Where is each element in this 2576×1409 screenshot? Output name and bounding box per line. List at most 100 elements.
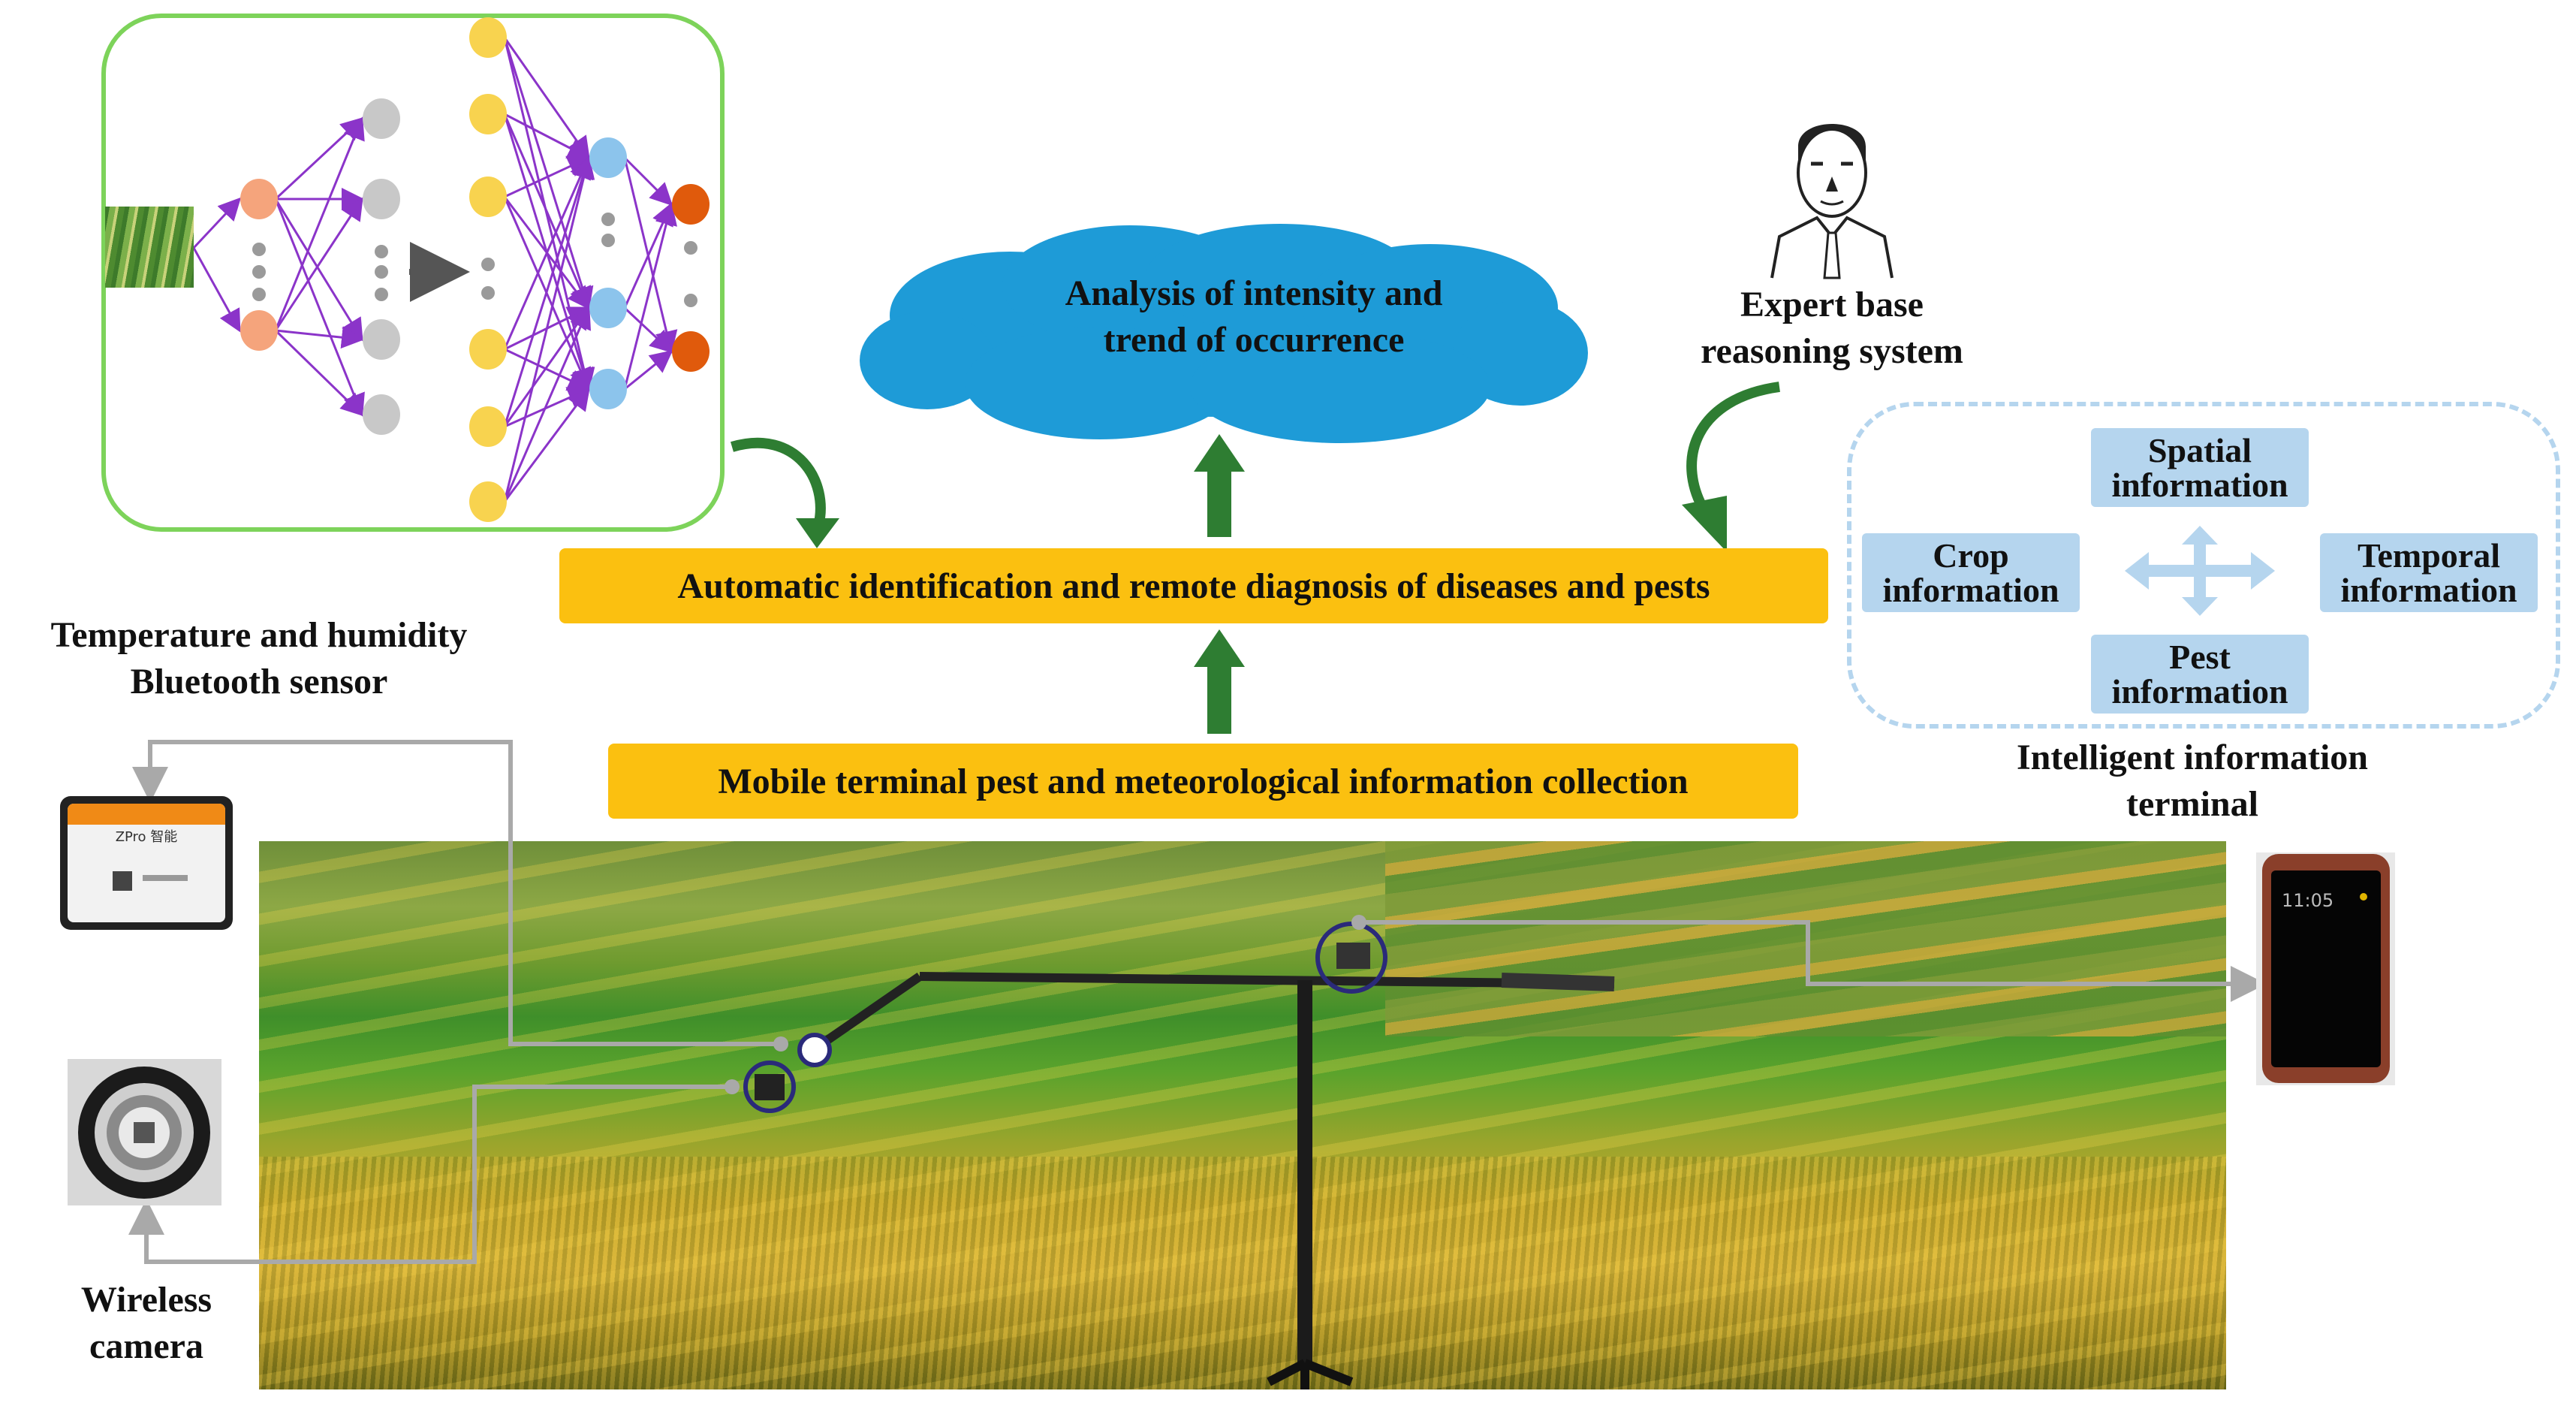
nn-ellipsis-dot bbox=[252, 265, 266, 279]
terminal-connector bbox=[1359, 920, 2267, 1002]
expert-person-icon bbox=[1770, 124, 1894, 279]
nn-ellipsis-dot bbox=[684, 294, 697, 307]
expert-label: Expert base reasoning system bbox=[1652, 282, 2012, 376]
nn-edge bbox=[275, 326, 364, 349]
nn-ellipsis-dot bbox=[375, 265, 388, 279]
smartphone-terminal: 11:05 bbox=[2256, 852, 2395, 1085]
nn-ellipsis-dot bbox=[601, 213, 615, 226]
nn-node-layer-5 bbox=[672, 184, 710, 225]
sensor-label-line2: Bluetooth sensor bbox=[130, 662, 388, 702]
expert-label-line2: reasoning system bbox=[1701, 331, 1963, 372]
sensor-connector bbox=[132, 740, 781, 1046]
wireless-camera-device bbox=[68, 1059, 221, 1205]
nn-ellipsis-dot bbox=[684, 241, 697, 255]
nn-ellipsis-dot bbox=[375, 245, 388, 258]
nn-ellipsis-dot bbox=[481, 258, 495, 271]
nn-ellipsis-dot bbox=[252, 243, 266, 256]
nn-node-layer-4 bbox=[589, 369, 627, 409]
rice-field-photo bbox=[259, 841, 2226, 1389]
cloud-text: Analysis of intensity and trend of occur… bbox=[961, 270, 1547, 364]
sensor-label: Temperature and humidity Bluetooth senso… bbox=[0, 612, 518, 706]
temporal-info-line1: Temporal bbox=[2358, 536, 2500, 575]
temporal-info-line2: information bbox=[2340, 570, 2517, 609]
nn-edge bbox=[503, 387, 590, 502]
up-arrow-to-diagnosis bbox=[1194, 629, 1245, 734]
bluetooth-sensor-device: ZPro 智能 bbox=[60, 796, 233, 930]
nn-node-layer-1 bbox=[240, 310, 278, 351]
nn-edge bbox=[623, 306, 673, 354]
nn-edge bbox=[623, 202, 677, 390]
phone-clock: 11:05 bbox=[2282, 890, 2334, 911]
nn-node-layer-3 bbox=[469, 94, 507, 134]
camera-label: Wireless camera bbox=[45, 1277, 248, 1371]
nn-node-layer-4 bbox=[589, 288, 627, 328]
pest-info-box: Pest information bbox=[2091, 635, 2309, 714]
nn-edge bbox=[623, 156, 673, 207]
pest-info-line1: Pest bbox=[2169, 637, 2231, 676]
collection-bar: Mobile terminal pest and meteorological … bbox=[608, 744, 1798, 819]
nn-edge bbox=[274, 198, 363, 342]
nn-edge bbox=[503, 37, 594, 310]
nn-edge bbox=[274, 116, 365, 331]
crop-leaf-image bbox=[105, 207, 194, 288]
nn-edge bbox=[503, 155, 591, 350]
nn-node-layer-5 bbox=[672, 331, 710, 372]
crop-info-line2: information bbox=[1882, 570, 2059, 609]
spatial-info-box: Spatial information bbox=[2091, 428, 2309, 507]
nn-edge bbox=[503, 113, 592, 310]
nn-edge bbox=[503, 155, 594, 427]
cloud-text-line2: trend of occurrence bbox=[1103, 320, 1405, 361]
nn-node-layer-4 bbox=[589, 137, 627, 178]
collection-bar-text: Mobile terminal pest and meteorological … bbox=[718, 761, 1689, 801]
nn-node-layer-3 bbox=[469, 177, 507, 217]
camera-label-line2: camera bbox=[89, 1326, 203, 1367]
spatial-info-line1: Spatial bbox=[2147, 430, 2252, 469]
nn-edge bbox=[504, 113, 591, 159]
nn-edge bbox=[503, 37, 590, 160]
nn-edge bbox=[503, 155, 595, 502]
cloud-text-line1: Analysis of intensity and bbox=[1065, 273, 1443, 313]
nn-ellipsis-dot bbox=[481, 286, 495, 300]
nn-node-layer-3 bbox=[469, 406, 507, 447]
terminal-label-line1: Intelligent information bbox=[2017, 738, 2368, 777]
crop-info-line1: Crop bbox=[1933, 536, 2009, 575]
nn-edge bbox=[192, 197, 242, 249]
nn-node-layer-3 bbox=[469, 17, 507, 58]
nn-node-layer-1 bbox=[240, 179, 278, 219]
terminal-device-marker bbox=[1315, 922, 1387, 994]
nn-node-layer-2 bbox=[363, 394, 400, 435]
terminal-label-line2: terminal bbox=[2126, 784, 2258, 825]
camera-label-line1: Wireless bbox=[80, 1280, 212, 1320]
nn-edge bbox=[274, 329, 364, 417]
pest-info-line2: information bbox=[2111, 671, 2288, 711]
diagnosis-bar-text: Automatic identification and remote diag… bbox=[677, 566, 1710, 606]
sensor-device-marker bbox=[797, 1033, 832, 1067]
curved-arrow-from-nn bbox=[731, 437, 826, 527]
spatial-info-line2: information bbox=[2111, 465, 2288, 504]
temporal-info-box: Temporal information bbox=[2320, 533, 2538, 612]
nn-edge bbox=[192, 247, 241, 333]
terminal-label: Intelligent information terminal bbox=[1922, 735, 2463, 828]
camera-connector bbox=[128, 1085, 732, 1264]
nn-edge bbox=[624, 350, 673, 391]
diagnosis-bar: Automatic identification and remote diag… bbox=[559, 548, 1828, 623]
sensor-brand-text: ZPro bbox=[115, 829, 146, 845]
nn-edge bbox=[274, 198, 365, 417]
analysis-cloud bbox=[860, 224, 1588, 443]
nn-ellipsis-dot bbox=[601, 234, 615, 247]
sensor-label-line1: Temperature and humidity bbox=[50, 615, 468, 655]
nn-ellipsis-dot bbox=[375, 288, 388, 301]
up-arrow-to-cloud bbox=[1194, 434, 1245, 537]
crop-info-box: Crop information bbox=[1862, 533, 2080, 612]
sensor-sub-text: 智能 bbox=[150, 829, 178, 845]
nn-node-layer-2 bbox=[363, 98, 400, 139]
nn-edge bbox=[274, 197, 363, 331]
nn-edge bbox=[503, 306, 592, 502]
monitoring-pole bbox=[1297, 980, 1312, 1363]
nn-node-layer-2 bbox=[363, 179, 400, 219]
nn-ellipsis-dot bbox=[252, 288, 266, 301]
camera-device-marker bbox=[743, 1061, 796, 1113]
